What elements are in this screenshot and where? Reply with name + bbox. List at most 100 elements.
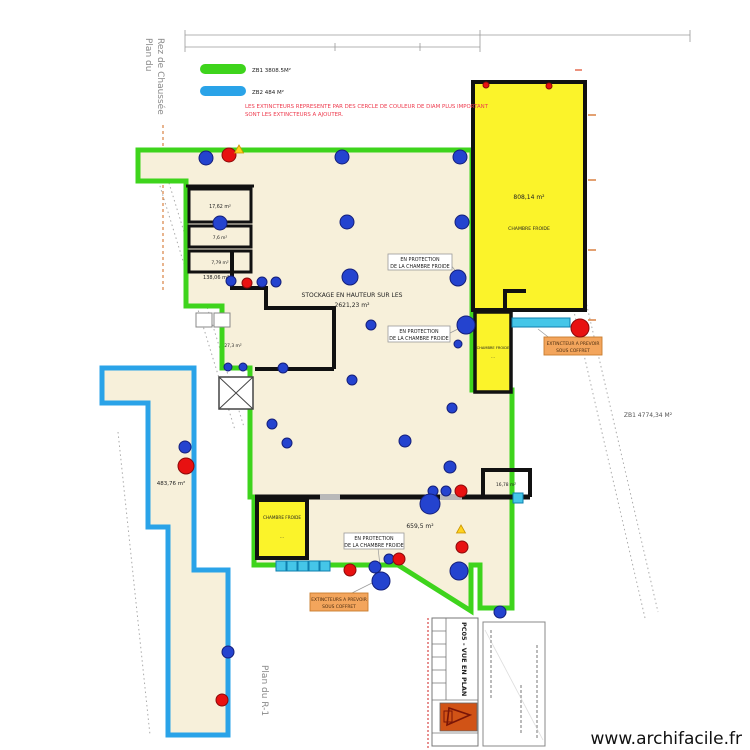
cold-room-door-wall [503, 289, 526, 310]
extinguisher-existing-marker[interactable] [446, 402, 458, 414]
extinguisher-to-add-marker[interactable] [455, 540, 469, 554]
extinguisher-existing-marker[interactable] [398, 434, 412, 448]
extinguisher-existing-marker[interactable] [339, 214, 355, 230]
extinguisher-existing-marker[interactable] [449, 561, 469, 581]
extinguisher-existing-marker[interactable] [178, 440, 192, 454]
extinguisher-to-add-marker[interactable] [241, 277, 253, 289]
dimension-lines [184, 30, 691, 52]
storage-title: STOCKAGE EN HAUTEUR SUR LES [302, 292, 403, 299]
coffret-bar[interactable] [511, 317, 571, 328]
area-label-7-6: 7,6 m² [213, 235, 228, 241]
sous-coffret-label: SOUS COFFRET [322, 604, 356, 610]
coffret-square[interactable] [275, 560, 287, 572]
page-titles: Plan du Rez de Chaussée Plan du R-1 [143, 38, 269, 716]
extinguisher-to-add-marker[interactable] [454, 484, 468, 498]
floor-title-line1: Plan du [143, 38, 153, 71]
extinguisher-existing-marker[interactable] [225, 275, 237, 287]
door-gap [320, 494, 340, 500]
protection-label: EN PROTECTION [354, 536, 394, 542]
extinguisher-existing-marker[interactable] [334, 149, 350, 165]
extinguisher-existing-marker[interactable] [368, 560, 382, 574]
area-label-808: 808,14 m² [513, 194, 545, 201]
extinguisher-existing-marker[interactable] [346, 374, 358, 386]
company-logo [439, 702, 478, 732]
extinguisher-existing-marker[interactable] [270, 276, 282, 288]
extinguisher-existing-marker[interactable] [256, 276, 268, 288]
warning-note: LES EXTINCTEURS REPRESENTE PAR DES CERCL… [245, 104, 489, 118]
cyan-fixtures[interactable] [275, 317, 571, 572]
cold-room-small[interactable] [255, 498, 309, 560]
interior-walls[interactable] [186, 184, 532, 500]
area-label-138: 138,06 m² [203, 275, 229, 281]
cold-room-label: CHAMBRE FROIDE [508, 226, 550, 232]
extinguisher-existing-marker[interactable] [223, 362, 233, 372]
cold-rooms[interactable] [255, 80, 587, 560]
extinguisher-existing-marker[interactable] [452, 149, 468, 165]
extinguisher-existing-marker[interactable] [198, 150, 214, 166]
extinguisher-existing-marker[interactable] [493, 605, 507, 619]
extinguisher-to-add-marker[interactable] [392, 552, 406, 566]
room-labels: 808,14 m² CHAMBRE FROIDE CHAMBRE FROIDE … [157, 194, 673, 540]
legend-zb2-swatch [200, 86, 246, 96]
warning-triangles [233, 144, 467, 534]
extinguisher-existing-marker[interactable] [440, 485, 452, 497]
protection-label: DE LA CHAMBRE FROIDE [344, 543, 403, 549]
extinguisher-to-add-marker[interactable] [482, 81, 490, 89]
extinguisher-existing-marker[interactable] [456, 315, 476, 335]
extinguisher-to-add-marker[interactable] [177, 457, 195, 475]
sheet-title: PC05 - VUE EN PLAN [460, 622, 468, 696]
protection-label: DE LA CHAMBRE FROIDE [390, 264, 449, 270]
coffret-row[interactable] [275, 560, 331, 572]
extinguisher-to-add-marker[interactable] [221, 147, 237, 163]
coffret-square[interactable] [297, 560, 309, 572]
door-gap [440, 494, 462, 500]
area-label-16: 16,78 m² [496, 482, 516, 488]
extinguisher-to-add-marker[interactable] [343, 563, 357, 577]
legend-zb1-label: ZB1 3808.5M² [252, 67, 291, 74]
extinguisher-markers[interactable] [177, 81, 590, 707]
archifacile-watermark-link[interactable]: www.archifacile.fr [591, 729, 742, 749]
extinguisher-existing-marker[interactable] [443, 460, 457, 474]
legend-zb2-label: ZB2 484 M² [252, 89, 284, 96]
extinguisher-existing-marker[interactable] [449, 269, 467, 287]
extinguisher-existing-marker[interactable] [238, 362, 248, 372]
extinguisher-existing-marker[interactable] [281, 437, 293, 449]
cold-room-large[interactable] [471, 80, 587, 312]
extinguisher-existing-marker[interactable] [212, 215, 228, 231]
staircase [218, 376, 254, 410]
extinguisher-to-add-marker[interactable] [570, 318, 590, 338]
zone-right-label: ZB1 4774,34 M² [624, 412, 673, 419]
extinguisher-existing-marker[interactable] [454, 214, 470, 230]
extinguisher-existing-marker[interactable] [266, 418, 278, 430]
extinguisher-existing-marker[interactable] [341, 268, 359, 286]
cold-room-dots: ... [491, 354, 495, 359]
warning-line1: LES EXTINCTEURS REPRESENTE PAR DES CERCL… [245, 104, 489, 110]
coffret-square[interactable] [286, 560, 298, 572]
extinguisher-existing-marker[interactable] [277, 362, 289, 374]
wc-box [195, 312, 213, 328]
coffret-square[interactable] [512, 492, 524, 504]
room-7-79[interactable] [187, 249, 253, 274]
extinguisher-existing-marker[interactable] [419, 493, 441, 515]
protection-label: EN PROTECTION [399, 329, 439, 335]
coffret-square[interactable] [319, 560, 331, 572]
cold-room-label: CHAMBRE FROIDE [477, 346, 510, 350]
legend-zb1-swatch [200, 64, 246, 74]
coffret-square[interactable] [308, 560, 320, 572]
extinguisher-existing-marker[interactable] [365, 319, 377, 331]
extinguisher-existing-marker[interactable] [453, 339, 463, 349]
extinguisher-to-add-marker[interactable] [215, 693, 229, 707]
extincteur-prevoir-label: EXTINCTEUR A PREVOIR [547, 341, 600, 347]
area-label-17: 17,62 m² [209, 204, 231, 210]
extinguisher-existing-marker[interactable] [371, 571, 391, 591]
floor-title-line2: Rez de Chaussée [155, 38, 166, 115]
cold-room-mid[interactable] [473, 310, 513, 394]
extinguisher-existing-marker[interactable] [221, 645, 235, 659]
extincteurs-prevoir-label: EXTINCTEURS A PREVOIR [311, 597, 367, 603]
protection-label: EN PROTECTION [400, 257, 440, 263]
extinguisher-to-add-marker[interactable] [545, 82, 553, 90]
title-block: PC05 - VUE EN PLAN [427, 617, 546, 748]
zone-zb2-outline[interactable] [99, 365, 231, 738]
